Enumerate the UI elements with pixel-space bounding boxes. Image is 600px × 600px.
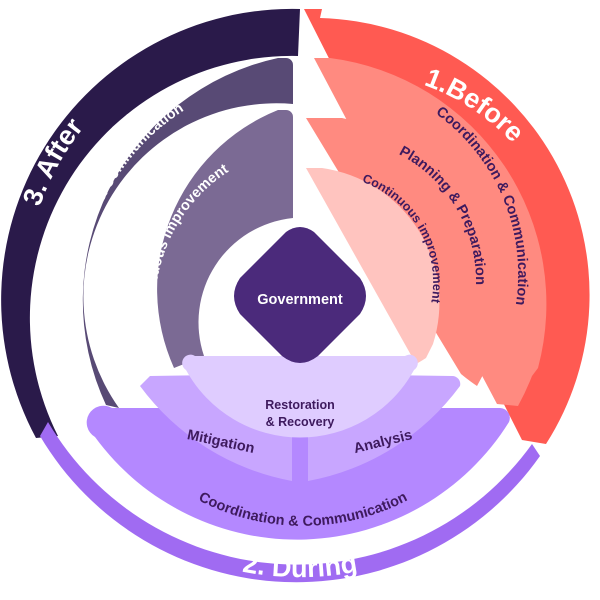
after-outer-band	[1, 8, 300, 438]
during-title: 2. During	[241, 548, 359, 583]
restoration-label-line2: & Recovery	[266, 415, 335, 429]
during-phase: 2. During Coordination & Communication M…	[40, 354, 540, 583]
during-outer-band	[40, 422, 540, 583]
during-restoration	[182, 354, 418, 438]
after-ring-continuous	[157, 110, 293, 368]
government-label: Government	[257, 292, 343, 308]
before-phase: 1.Before Coordination & Communication Pl…	[304, 9, 590, 444]
restoration-label-line1: Restoration	[265, 398, 334, 412]
government-diamond	[234, 227, 366, 363]
center-hub: Government	[234, 227, 366, 363]
after-ring-coordination	[82, 58, 293, 408]
before-ring-continuous	[306, 168, 440, 364]
